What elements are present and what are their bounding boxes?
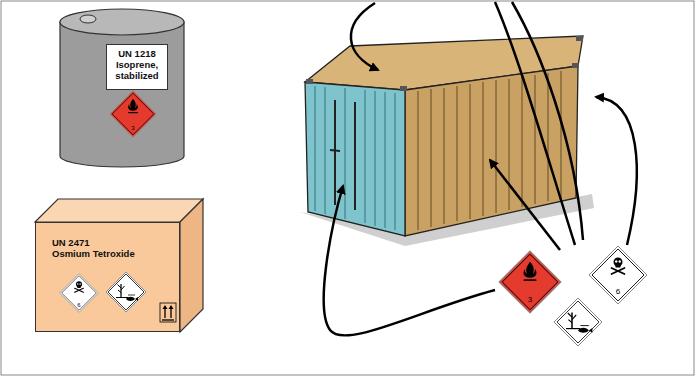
diamond-fill [589, 246, 647, 304]
diamond-outline [498, 250, 562, 314]
container [300, 36, 594, 246]
drum [60, 9, 184, 167]
class-number: 3 [109, 125, 157, 131]
environment-label [106, 272, 146, 312]
hazard-label: 6 [59, 273, 99, 313]
shipping-name: Osmium Tetroxide [52, 248, 173, 259]
hazard-label: 3 [109, 90, 157, 138]
environment-placard [554, 298, 602, 346]
flame-symbol [128, 99, 138, 113]
leader-arrows [324, 2, 637, 335]
skull-symbol [75, 281, 84, 292]
un-number: UN 2471 [52, 237, 173, 248]
flame-symbol [523, 262, 536, 281]
placard: 6 [588, 245, 648, 305]
un-number: UN 1218 [109, 48, 165, 59]
class-number: 3 [498, 296, 562, 304]
class-number: 6 [588, 288, 648, 296]
diamond-outline [588, 245, 648, 305]
skull-symbol [612, 258, 625, 275]
diamond-fill [110, 91, 156, 137]
shipping-name: Isoprene, stabilized [109, 59, 165, 81]
class-number: 6 [59, 302, 99, 308]
orientation-arrows [160, 303, 176, 322]
diamond-fill [60, 274, 99, 313]
box-faces [35, 199, 203, 332]
placard: 3 [498, 250, 562, 314]
package-box: UN 2471Osmium Tetroxide 6 [35, 222, 180, 332]
package-label: UN 1218Isoprene, stabilized [106, 44, 168, 90]
